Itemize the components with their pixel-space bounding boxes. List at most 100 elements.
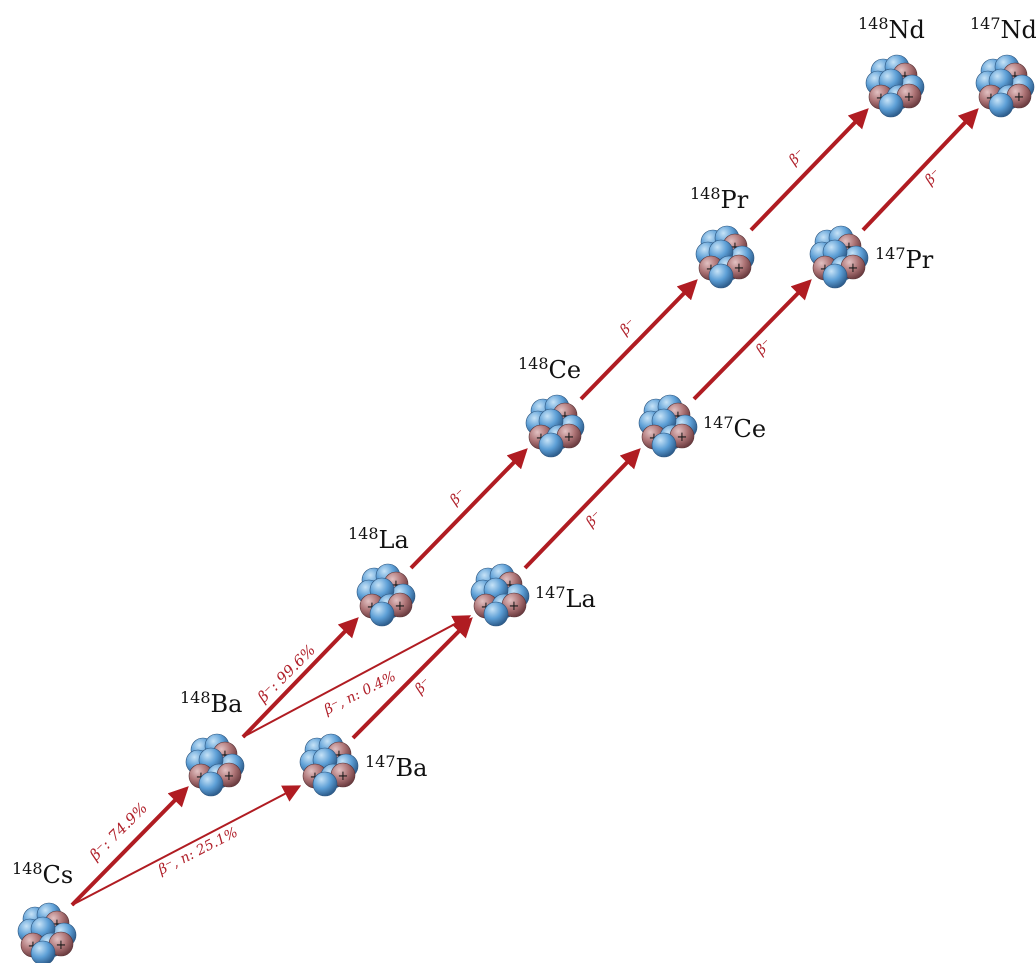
mass-number: 147 [365,752,396,771]
nucleus-la147: +++ [470,563,530,627]
nuclide-label-la148: 148La [348,524,409,554]
decay-arrow-pr147-nd147: β⁻ [861,108,979,232]
nuclide-label-ce148: 148Ce [518,354,581,384]
element-symbol: Pr [906,246,934,274]
nucleus-ce148: +++ [525,394,585,458]
decay-arrow-line [409,448,528,570]
nucleus-pr148: +++ [695,225,755,289]
nuclide-label-nd147: 147Nd [970,14,1036,44]
decay-arrow-label: β⁻ [921,166,944,189]
decay-arrow-line [71,785,302,906]
element-symbol: Pr [721,186,749,214]
decay-arrow-line [861,108,979,232]
neutron [878,92,904,118]
nucleus-ba147: +++ [299,733,359,797]
neutron [708,263,734,289]
decay-arrow-label: β⁻ [446,486,469,509]
proton-plus-sign: + [220,748,231,763]
neutron [198,771,224,797]
proton-plus-sign: + [395,599,406,614]
decay-arrow-label: β⁻ [582,508,605,531]
neutron [312,771,338,797]
nuclide-labels: 148Cs148Ba147Ba148La147La148Ce147Ce148Pr… [12,14,1036,889]
proton-plus-sign: + [848,261,859,276]
proton-plus-sign: + [334,748,345,763]
neutron [988,92,1014,118]
nuclide-label-cs148: 148Cs [12,859,73,889]
nuclide-label-pr148: 148Pr [690,184,749,214]
proton-plus-sign: + [844,240,855,255]
proton-plus-sign: + [677,430,688,445]
nuclide-label-ce147: 147Ce [703,413,766,443]
element-symbol: Ba [211,690,243,718]
decay-arrow-cs148-ba148: β⁻: 74.9% [70,786,189,907]
decay-arrow-la147-ce147: β⁻ [523,448,641,570]
proton-plus-sign: + [673,409,684,424]
neutron [822,263,848,289]
nucleus-la148: +++ [356,563,416,627]
mass-number: 148 [690,184,721,203]
neutron [30,940,56,963]
nuclide-label-ba147: 147Ba [365,752,428,782]
decay-arrow-line [749,108,869,232]
proton-plus-sign: + [900,69,911,84]
neutron [538,432,564,458]
decay-arrow-label: β⁻, n: 25.1% [155,825,241,879]
proton-plus-sign: + [338,769,349,784]
proton-plus-sign: + [391,578,402,593]
mass-number: 148 [858,14,889,33]
element-symbol: Cs [43,861,74,889]
mass-number: 147 [703,413,734,432]
nucleus-cs148: +++ [17,902,77,963]
proton-plus-sign: + [1010,69,1021,84]
decay-arrow-line [241,617,359,739]
proton-plus-sign: + [52,917,63,932]
proton-plus-sign: + [505,578,516,593]
decay-arrow-line [70,786,189,907]
mass-number: 148 [180,688,211,707]
mass-number: 148 [12,859,43,878]
nuclide-label-nd148: 148Nd [858,14,925,44]
decay-arrow-pr148-nd148: β⁻ [749,108,869,232]
element-symbol: Ba [396,754,428,782]
nuclide-label-pr147: 147Pr [875,244,934,274]
neutron [369,601,395,627]
proton-plus-sign: + [560,409,571,424]
element-symbol: Nd [1001,16,1036,44]
nuclei: +++++++++++++++++++++++++++++++++ [17,54,1035,963]
decay-arrow-label: β⁻ [752,336,775,359]
proton-plus-sign: + [56,938,67,953]
neutron [483,601,509,627]
element-symbol: La [566,585,596,613]
nucleus-nd147: +++ [975,54,1035,118]
decay-arrow-label: β⁻ [616,316,639,339]
decay-arrow-line [242,615,472,738]
proton-plus-sign: + [734,261,745,276]
decay-arrow-la148-ce148: β⁻ [409,448,528,570]
decay-arrow-line [579,279,698,401]
neutron [651,432,677,458]
decay-arrow-ce147-pr147: β⁻ [692,279,812,401]
mass-number: 147 [535,583,566,602]
decay-arrow-line [523,448,641,570]
nucleus-ba148: +++ [185,733,245,797]
decay-arrow-label: β⁻ [785,146,808,169]
proton-plus-sign: + [1014,90,1025,105]
decay-arrow-ba148-la148: β⁻: 99.6% [241,617,359,739]
nucleus-ce147: +++ [638,394,698,458]
element-symbol: Ce [734,415,767,443]
decay-arrow-label: β⁻: 99.6% [253,641,319,707]
proton-plus-sign: + [509,599,520,614]
nuclide-label-la147: 147La [535,583,596,613]
proton-plus-sign: + [564,430,575,445]
proton-plus-sign: + [224,769,235,784]
proton-plus-sign: + [730,240,741,255]
element-symbol: Nd [889,16,925,44]
mass-number: 147 [875,244,906,263]
element-symbol: Ce [549,356,582,384]
nucleus-nd148: +++ [865,54,925,118]
mass-number: 148 [518,354,549,373]
mass-number: 148 [348,524,379,543]
decay-arrow-ce148-pr148: β⁻ [579,279,698,401]
